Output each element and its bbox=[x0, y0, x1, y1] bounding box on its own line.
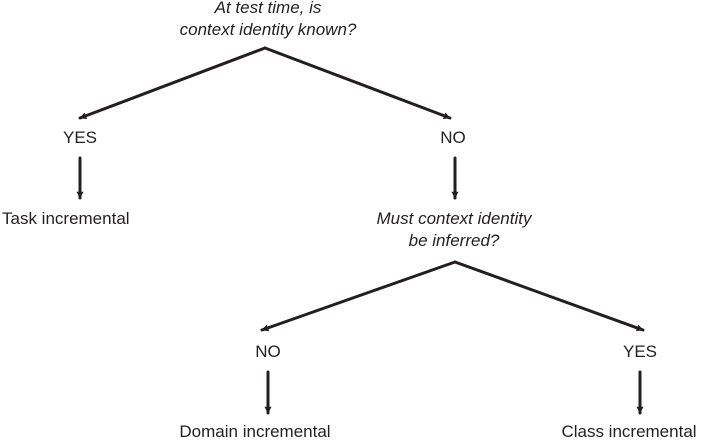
outcome-class-incremental: Class incremental bbox=[561, 422, 697, 441]
answer-no-context-inferred: NO bbox=[255, 342, 281, 361]
arrow-q1-to-no bbox=[263, 46, 452, 120]
arrow-q1-to-yes bbox=[78, 46, 267, 120]
question-1-line-1: At test time, is bbox=[214, 0, 322, 17]
answer-no-context-known: NO bbox=[440, 128, 466, 147]
question-2-line-2: be inferred? bbox=[408, 231, 500, 250]
question-context-inferred: Must context identity be inferred? bbox=[377, 208, 532, 252]
question-1-line-2: context identity known? bbox=[179, 20, 357, 39]
answer-yes-context-inferred: YES bbox=[622, 342, 658, 361]
answer-yes-context-known: YES bbox=[62, 128, 98, 147]
outcome-task-incremental: Task incremental bbox=[2, 209, 130, 228]
outcome-domain-incremental: Domain incremental bbox=[179, 422, 331, 441]
question-2-line-1: Must context identity bbox=[376, 209, 532, 228]
question-context-known: At test time, is context identity known? bbox=[180, 0, 357, 41]
arrow-q2-to-yes bbox=[453, 260, 645, 332]
arrow-q2-to-no bbox=[260, 260, 457, 332]
